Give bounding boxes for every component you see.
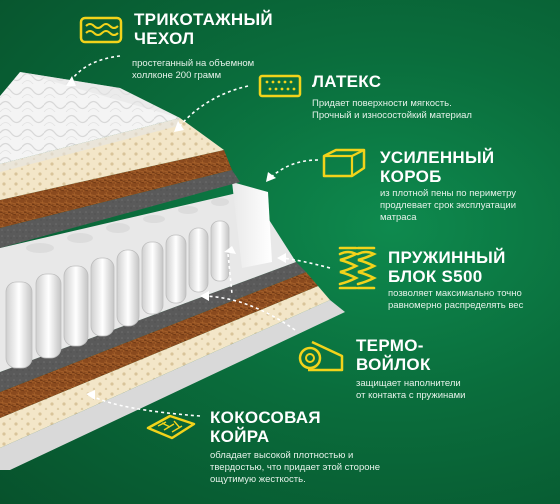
feature-desc-line: матраса xyxy=(380,212,417,223)
feature-desc-line: Придает поверхности мягкость. xyxy=(312,98,452,109)
feature-title-line: КОКОСОВАЯ xyxy=(210,408,321,427)
feature-desc-line: позволяет максимально точно xyxy=(388,288,522,299)
feature-desc-line: обладает высокой плотностью и xyxy=(210,450,354,461)
feature-title-line: ТЕРМО- xyxy=(356,336,424,355)
feature-title-line: КОЙРА xyxy=(210,427,270,446)
feature-title-line: УСИЛЕННЫЙ xyxy=(380,148,495,167)
quilted-cover-icon xyxy=(79,16,123,44)
spring-row xyxy=(5,198,230,369)
feature-title-line: ТРИКОТАЖНЫЙ xyxy=(134,10,273,29)
feature-title-line: ЛАТЕКС xyxy=(312,72,382,91)
box-frame-icon xyxy=(322,148,366,178)
feature-title-line: БЛОК S500 xyxy=(388,267,483,286)
feature-title-line: ПРУЖИННЫЙ xyxy=(388,248,506,267)
feature-desc-line: холлконе 200 грамм xyxy=(132,70,222,81)
feature-desc-line: Прочный и износостойкий материал xyxy=(312,110,472,121)
feature-desc-line: защищает наполнители xyxy=(356,378,461,389)
coconut-coir-icon xyxy=(146,414,196,440)
feature-desc-line: из плотной пены по периметру xyxy=(380,188,517,199)
feature-desc-line: продлевает срок эксплуатации xyxy=(380,200,517,211)
feature-desc-line: ощутимую жесткость. xyxy=(210,474,306,485)
feature-desc-line: твердостью, что придает этой стороне xyxy=(210,462,381,473)
feature-desc-line: равномерно распределять вес xyxy=(388,300,524,311)
feature-title-line: ЧЕХОЛ xyxy=(134,29,195,48)
felt-roll-icon xyxy=(298,340,344,372)
feature-desc-line: простеганный на объемном xyxy=(132,58,255,69)
spring-icon xyxy=(338,246,377,290)
feature-desc-line: от контакта с пружинами xyxy=(356,390,466,401)
feature-title-line: КОРОБ xyxy=(380,167,442,186)
feature-title-line: ВОЙЛОК xyxy=(356,355,431,374)
latex-layer-icon xyxy=(258,74,302,98)
